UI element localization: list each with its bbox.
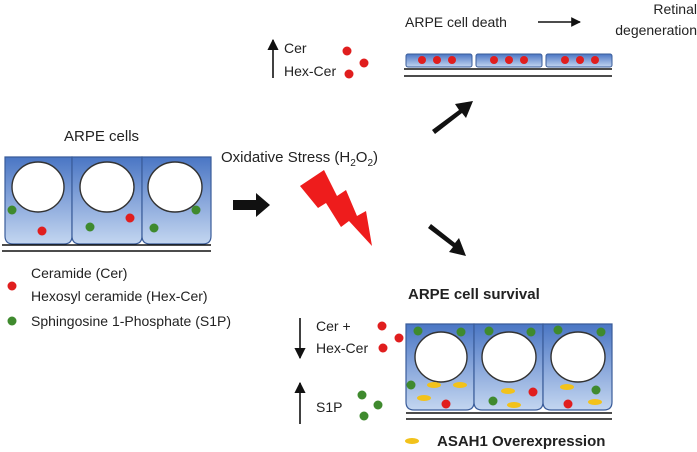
legend-s1p-marker (7, 316, 17, 326)
cell-nucleus (550, 331, 606, 383)
cell-nucleus (11, 161, 65, 213)
s1p-dot (591, 385, 601, 395)
block-arrow-icon (432, 101, 473, 134)
ceramide-dot (125, 213, 135, 223)
legend-s1p-label: Sphingosine 1-Phosphate (S1P) (31, 313, 231, 329)
ceramide-dot (359, 58, 369, 68)
legend-ceramide-label: Ceramide (Cer) (31, 265, 127, 281)
ceramide-dot (342, 46, 352, 56)
asah1-legend-marker (405, 438, 419, 444)
ceramide-dot (433, 56, 441, 64)
increase-hexcer-label: Hex-Cer (284, 63, 336, 79)
s1p-dot (191, 205, 201, 215)
cell-survival-label: ARPE cell survival (408, 286, 540, 303)
retinal-degeneration-line1: Retinal (653, 1, 697, 17)
s1p-dot (406, 380, 416, 390)
asah1-marker (507, 402, 521, 408)
s1p-dot (85, 222, 95, 232)
legend: Ceramide (Cer) Hexosyl ceramide (Hex-Cer… (7, 265, 231, 329)
lightning-bolt-icon (300, 170, 372, 246)
ceramide-dot (563, 399, 573, 409)
ceramide-dot (418, 56, 426, 64)
retinal-degeneration-line2: degeneration (615, 22, 697, 38)
arpe-cells-title: ARPE cells (64, 128, 139, 145)
ceramide-dot (377, 321, 387, 331)
asah1-overexpression-label: ASAH1 Overexpression (437, 433, 605, 450)
s1p-dot (413, 326, 423, 336)
ceramide-dot (520, 56, 528, 64)
s1p-dot (456, 327, 466, 337)
s1p-dot (359, 411, 369, 421)
arpe-cell-group-left (2, 156, 212, 252)
legend-hexcer-label: Hexosyl ceramide (Hex-Cer) (31, 288, 208, 304)
asah1-marker (417, 395, 431, 401)
s1p-dot (357, 390, 367, 400)
cell-nucleus (147, 161, 203, 213)
s1p-dot (488, 396, 498, 406)
block-arrow-icon (428, 224, 466, 256)
ceramide-dot (37, 226, 47, 236)
block-arrow-icon (233, 193, 270, 217)
ceramide-dot (576, 56, 584, 64)
ceramide-dot (344, 69, 354, 79)
flattened-dying-cells (404, 53, 613, 77)
oxidative-stress-label: Oxidative Stress (H2O2) (221, 149, 378, 169)
increase-cer-label: Cer (284, 40, 307, 56)
decrease-cer-label: Cer + (316, 318, 351, 334)
cell-nucleus (79, 161, 135, 213)
asah1-marker (501, 388, 515, 394)
ceramide-dot (528, 387, 538, 397)
s1p-dot (553, 325, 563, 335)
ceramide-dot (490, 56, 498, 64)
asah1-marker (588, 399, 602, 405)
ceramide-dot (505, 56, 513, 64)
s1p-dot (7, 205, 17, 215)
s1p-dot (373, 400, 383, 410)
ceramide-dot (441, 399, 451, 409)
cell-nucleus (481, 331, 537, 383)
asah1-marker (453, 382, 467, 388)
legend-ceramide-marker (7, 281, 17, 291)
decrease-hexcer-label: Hex-Cer (316, 340, 368, 356)
cell-death-label: ARPE cell death (405, 14, 507, 30)
ceramide-dot (591, 56, 599, 64)
asah1-marker (427, 382, 441, 388)
ceramide-dot (561, 56, 569, 64)
asah1-marker (560, 384, 574, 390)
s1p-dot (149, 223, 159, 233)
cell-nucleus (414, 331, 468, 383)
ceramide-dot (448, 56, 456, 64)
s1p-dot (484, 326, 494, 336)
s1p-dot (596, 327, 606, 337)
s1p-dot (526, 327, 536, 337)
ceramide-dot (378, 343, 388, 353)
arpe-cell-group-survival (405, 323, 613, 420)
increase-s1p-label: S1P (316, 399, 342, 415)
ceramide-dot (394, 333, 404, 343)
